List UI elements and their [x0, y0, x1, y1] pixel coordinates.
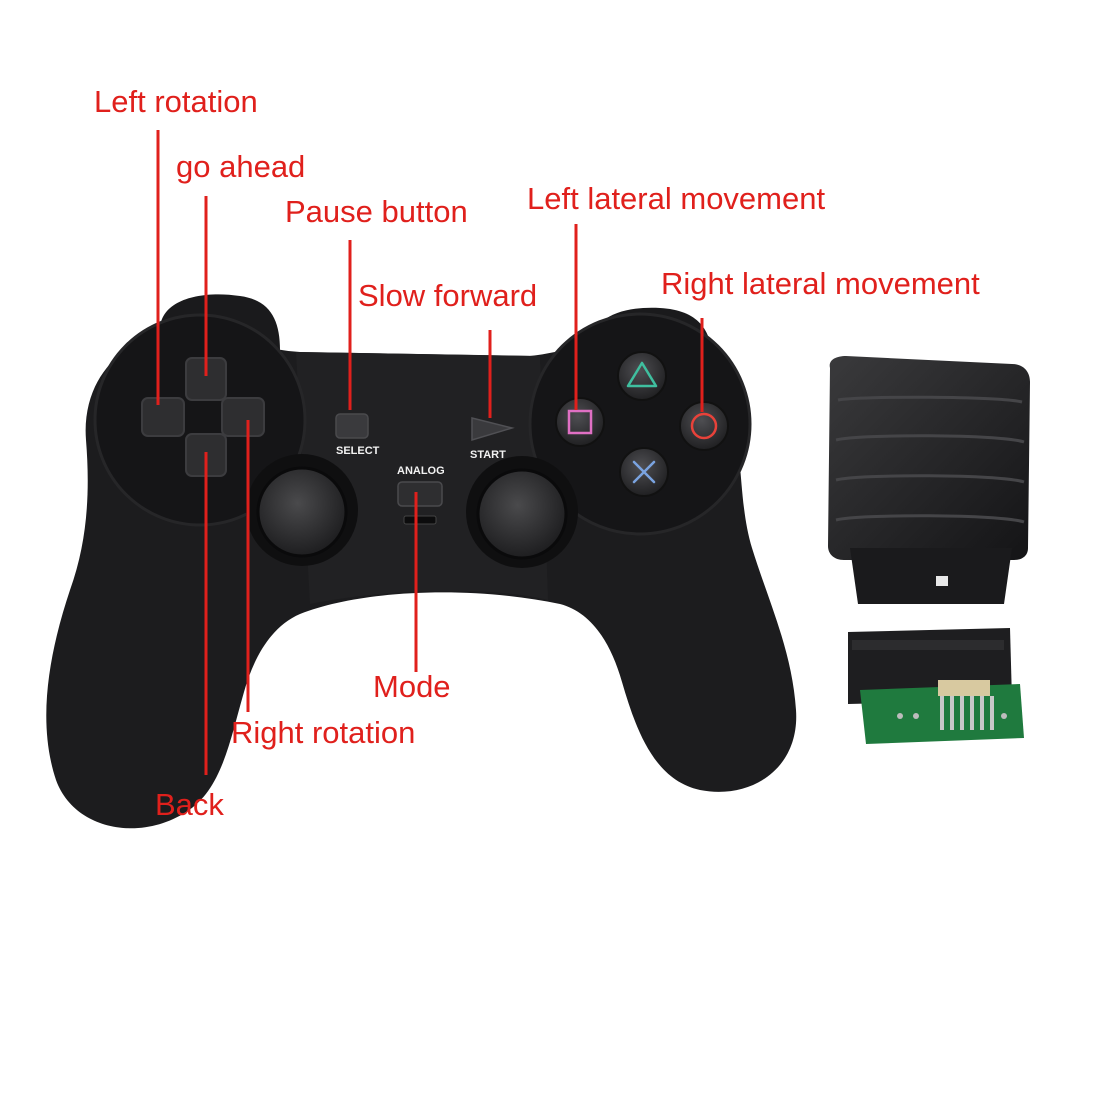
circle-icon — [690, 412, 718, 440]
triangle-icon — [626, 361, 658, 388]
triangle-button[interactable] — [617, 351, 667, 401]
label-back: Back — [155, 787, 224, 822]
callout-lines — [156, 130, 704, 775]
label-pause-button: Pause button — [285, 194, 468, 229]
analog-sticks — [256, 466, 568, 560]
receiver-plug — [850, 548, 1012, 604]
adapter-board — [848, 628, 1024, 744]
circle-button[interactable] — [679, 401, 729, 451]
right-analog-stick[interactable] — [478, 470, 566, 558]
analog-led — [403, 515, 437, 525]
wireless-receiver — [828, 356, 1030, 604]
label-left-rotation: Left rotation — [94, 84, 258, 119]
cross-icon — [632, 460, 656, 484]
analog-label: ANALOG — [397, 465, 445, 477]
square-icon — [567, 409, 593, 435]
label-slow-forward: Slow forward — [358, 278, 538, 313]
dpad-well — [93, 313, 307, 527]
label-left-lateral: Left lateral movement — [527, 181, 826, 216]
square-button[interactable] — [555, 397, 605, 447]
start-label: START — [470, 449, 506, 461]
label-right-lateral: Right lateral movement — [661, 266, 980, 301]
dpad-left-button[interactable] — [141, 397, 185, 437]
label-go-ahead: go ahead — [176, 149, 306, 184]
left-analog-stick[interactable] — [258, 468, 346, 556]
analog-mode-button[interactable] — [397, 481, 443, 507]
dpad-right-button[interactable] — [221, 397, 265, 437]
select-label: SELECT — [336, 445, 380, 457]
action-buttons — [555, 351, 729, 497]
receiver-housing — [828, 356, 1030, 560]
center-buttons: SELECT START ANALOG — [335, 413, 515, 525]
action-button-well — [528, 312, 752, 536]
label-mode: Mode — [373, 669, 451, 704]
select-button[interactable] — [335, 413, 369, 439]
label-right-rotation: Right rotation — [231, 715, 416, 750]
start-button[interactable] — [471, 417, 515, 442]
